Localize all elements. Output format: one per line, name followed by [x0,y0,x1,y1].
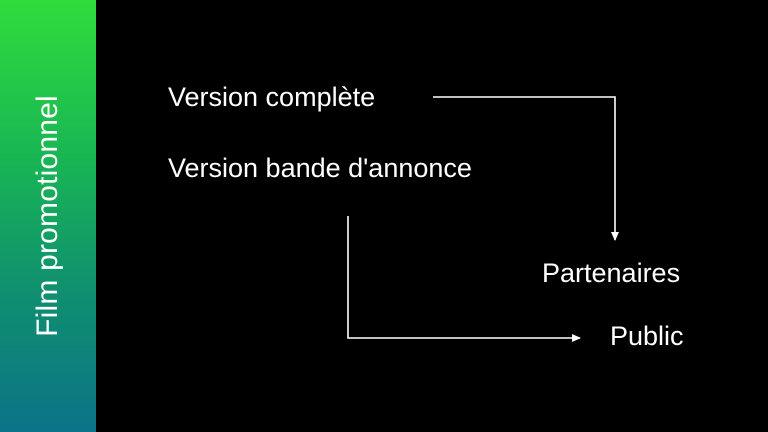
target-public: Public [610,321,684,351]
target-partners: Partenaires [542,258,681,288]
source-full-version: Version complète [168,82,376,112]
source-trailer-version: Version bande d'annonce [168,153,472,183]
side-gradient-band: Film promotionnel [0,0,96,432]
side-title: Film promotionnel [31,95,64,337]
